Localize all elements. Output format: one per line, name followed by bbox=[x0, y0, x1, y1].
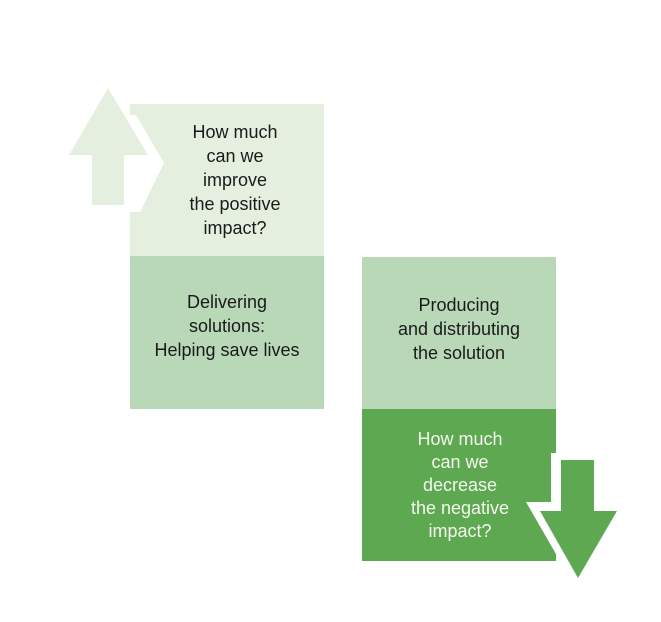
positive-impact-box bbox=[130, 104, 324, 256]
positive-impact-text: How much can we improve the positive imp… bbox=[189, 122, 281, 238]
negative-impact-box bbox=[362, 409, 556, 561]
producing-distributing-text: Producing and distributing the solution bbox=[397, 295, 521, 363]
delivering-solutions-text: Delivering solutions: Helping save lives bbox=[154, 292, 300, 360]
arrow-down-icon bbox=[540, 460, 617, 578]
producing-distributing-box bbox=[362, 257, 556, 409]
negative-impact-text: How much can we decrease the negative im… bbox=[410, 428, 510, 541]
delivering-solutions-box bbox=[130, 256, 324, 409]
arrow-up-icon bbox=[69, 88, 148, 205]
